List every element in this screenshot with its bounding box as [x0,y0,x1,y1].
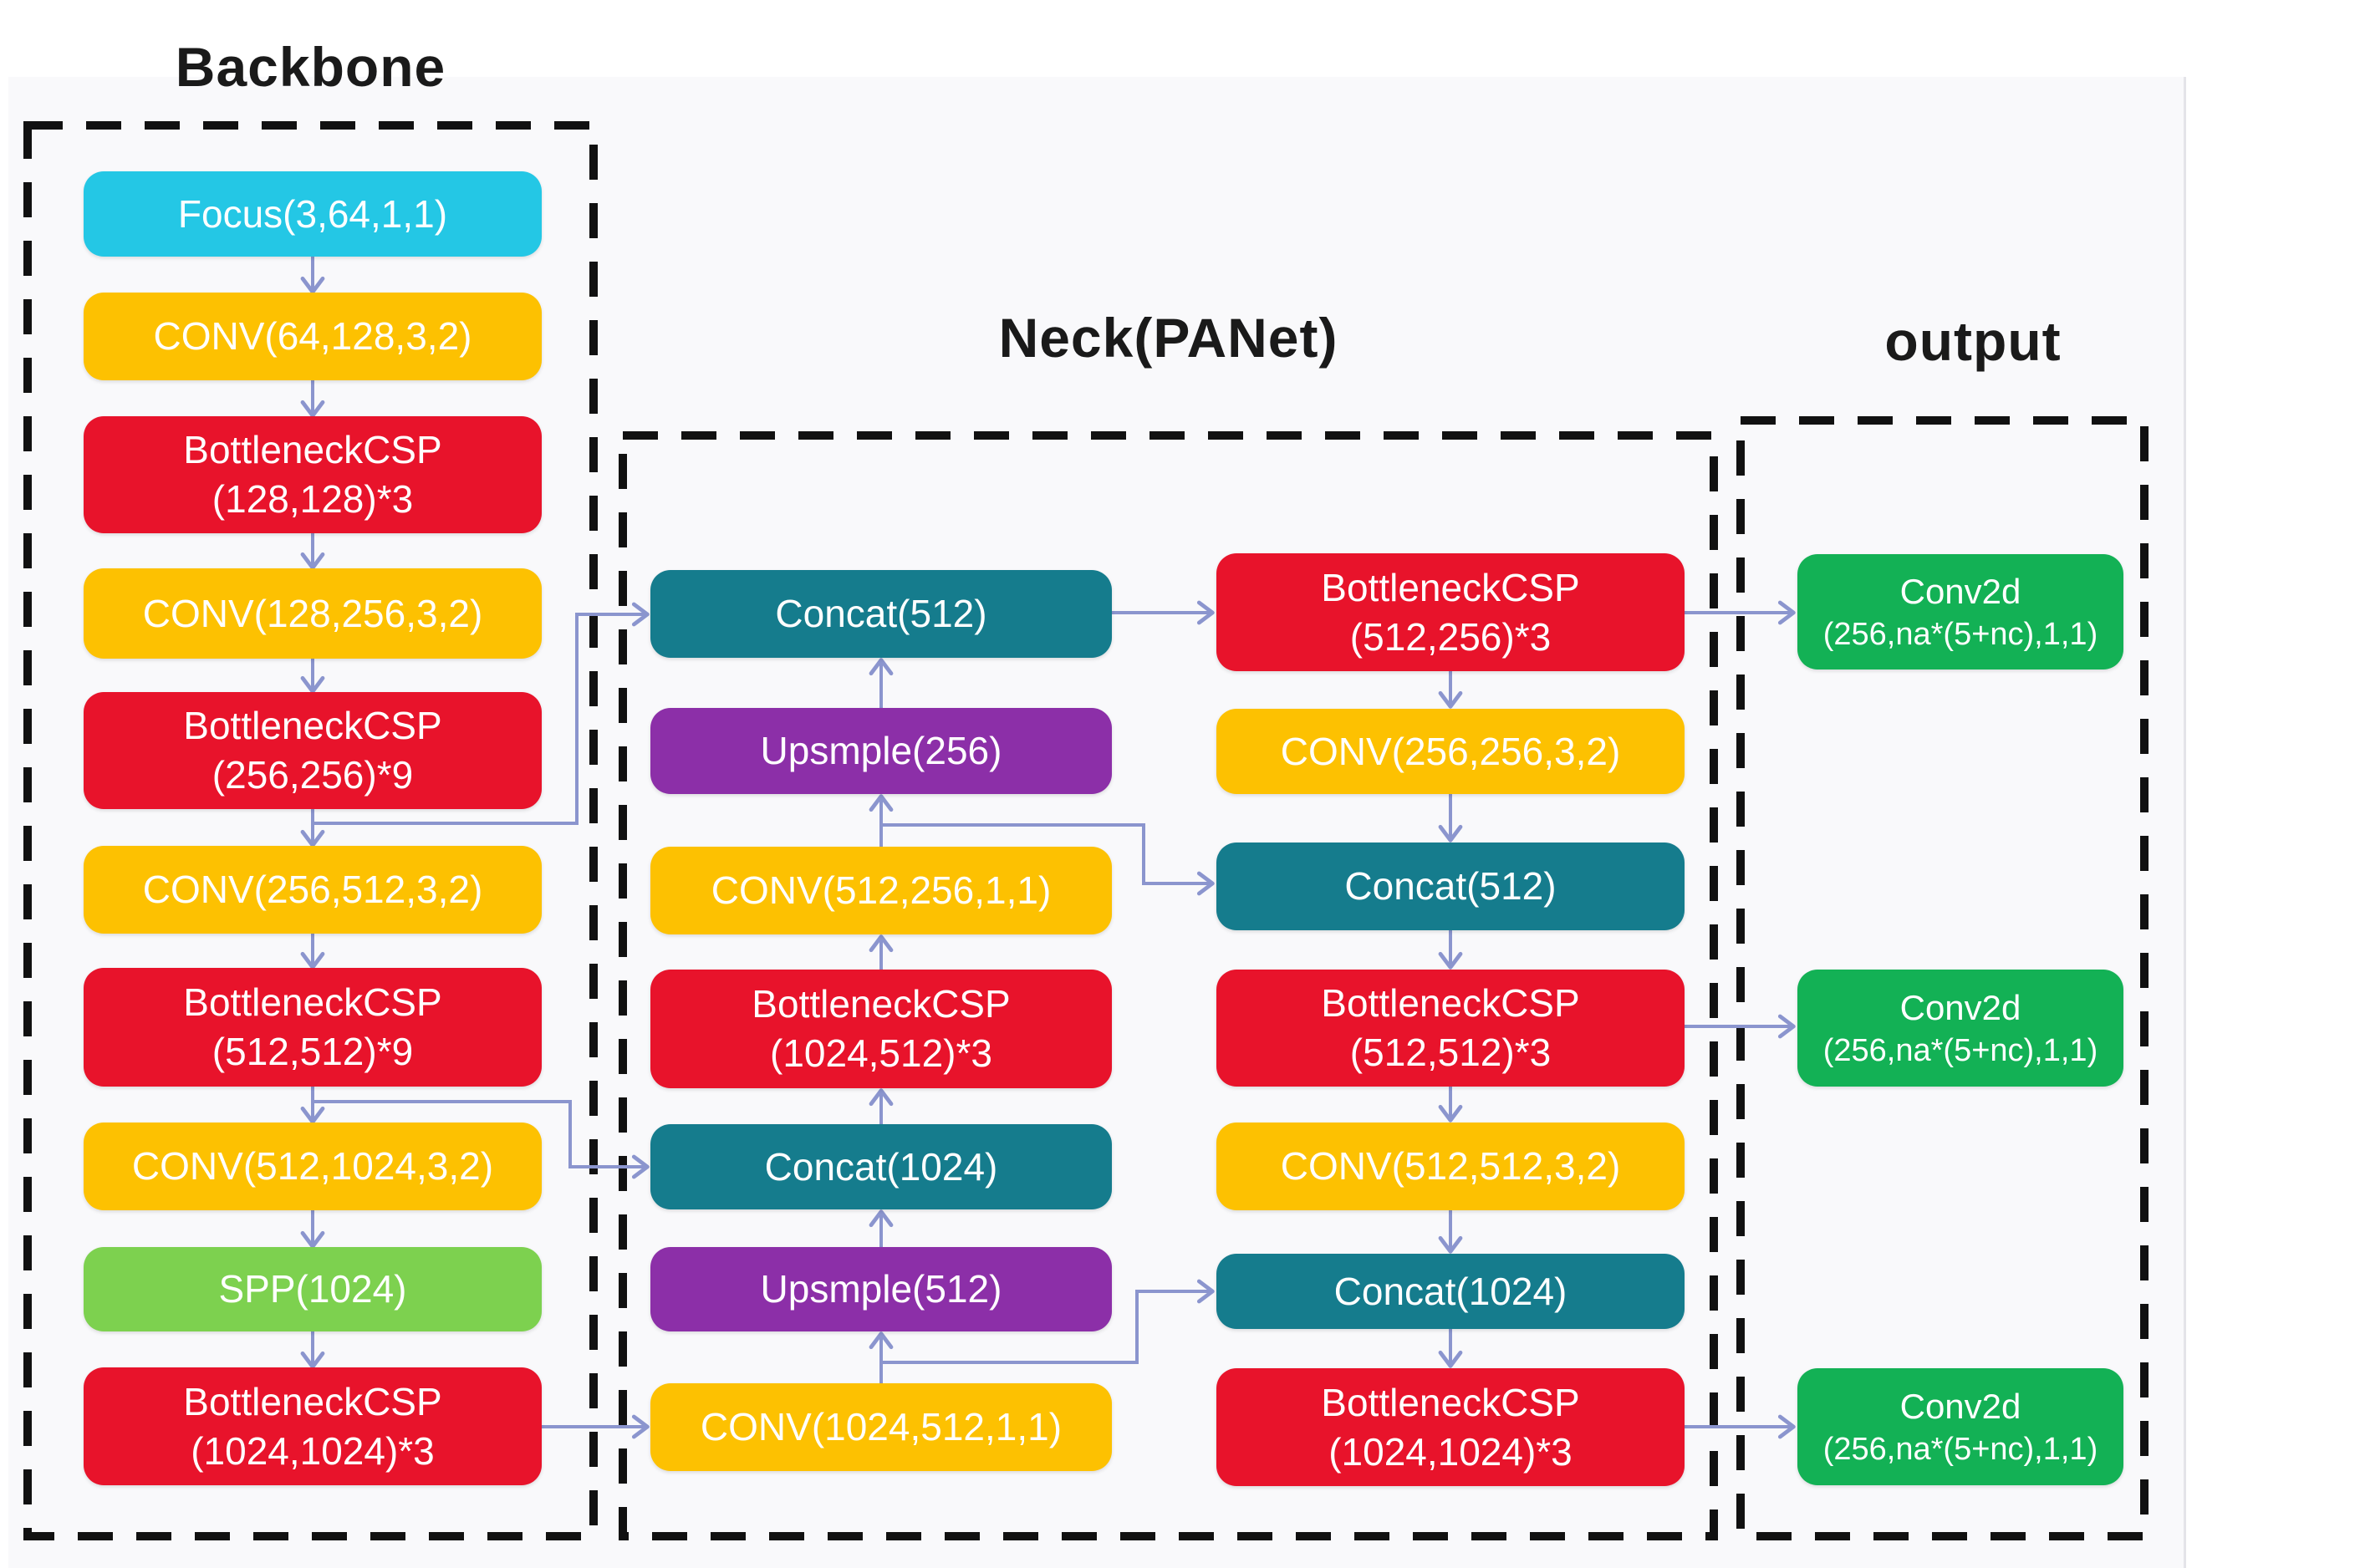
node-conv-512-1024: CONV(512,1024,3,2) [84,1123,542,1210]
node-conv-256-512: CONV(256,512,3,2) [84,846,542,934]
node-conv-64-128: CONV(64,128,3,2) [84,293,542,380]
node-concat-512-left: Concat(512) [650,570,1112,658]
node-focus: Focus(3,64,1,1) [84,171,542,257]
node-bcsp-256-256: BottleneckCSP(256,256)*9 [84,692,542,809]
backbone-title: Backbone [175,36,446,98]
node-upsmple-256: Upsmple(256) [650,708,1112,794]
node-conv-512-512: CONV(512,512,3,2) [1216,1123,1685,1210]
output-region-frame [1736,416,2149,1540]
node-conv2d-3: Conv2d(256,na*(5+nc),1,1) [1797,1368,2123,1485]
edge-branch-concat512r [881,823,1215,896]
node-bcsp-128-128: BottleneckCSP(128,128)*3 [84,416,542,533]
node-concat-1024-left: Concat(1024) [650,1124,1112,1209]
node-concat-512-right: Concat(512) [1216,843,1685,930]
node-upsmple-512: Upsmple(512) [650,1247,1112,1331]
edge-skip-backbone-concat512 [313,602,650,825]
node-conv2d-2: Conv2d(256,na*(5+nc),1,1) [1797,970,2123,1087]
node-conv-512-256: CONV(512,256,1,1) [650,847,1112,934]
neck-region-frame [619,431,1718,1540]
node-bcsp-512-256: BottleneckCSP(512,256)*3 [1216,553,1685,671]
node-spp-1024: SPP(1024) [84,1247,542,1331]
node-bcsp-512-512-9: BottleneckCSP(512,512)*9 [84,968,542,1087]
node-concat-1024-right: Concat(1024) [1216,1254,1685,1329]
node-conv-128-256: CONV(128,256,3,2) [84,568,542,659]
output-title: output [1884,310,2062,372]
node-bcsp-1024-512: BottleneckCSP(1024,512)*3 [650,970,1112,1088]
edge-branch-concat1024r [881,1279,1215,1364]
node-conv2d-1: Conv2d(256,na*(5+nc),1,1) [1797,554,2123,669]
backbone-region-frame [23,121,598,1540]
edge-skip-backbone-concat1024 [313,1100,650,1179]
node-conv-1024-512: CONV(1024,512,1,1) [650,1383,1112,1471]
node-bcsp-512-512-3: BottleneckCSP(512,512)*3 [1216,970,1685,1087]
neck-title: Neck(PANet) [998,307,1338,369]
node-bcsp-1024-1024-backbone: BottleneckCSP(1024,1024)*3 [84,1367,542,1485]
node-bcsp-1024-1024-neck: BottleneckCSP(1024,1024)*3 [1216,1368,1685,1486]
node-conv-256-256: CONV(256,256,3,2) [1216,709,1685,794]
